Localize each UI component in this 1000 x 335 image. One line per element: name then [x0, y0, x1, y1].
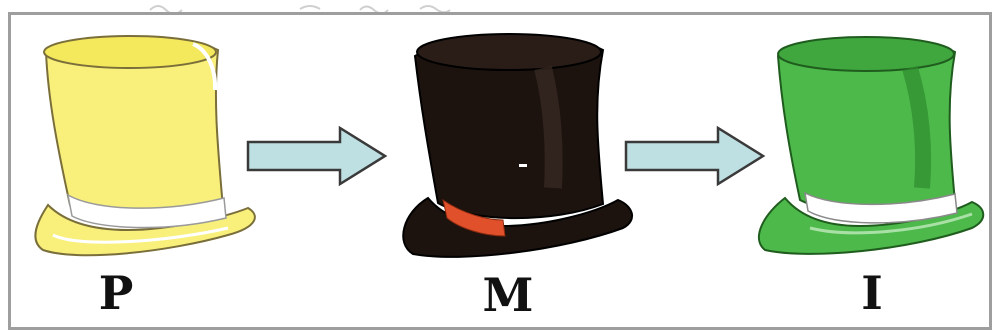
green-top-hat-icon: [758, 36, 985, 255]
yellow-top-hat-icon: [34, 35, 256, 257]
label-m: M: [482, 268, 534, 322]
label-i: I: [861, 266, 883, 320]
right-arrow-icon: [624, 125, 766, 187]
right-arrow-icon: [246, 125, 388, 187]
cropped-top-scribble: [149, 5, 451, 14]
label-p: P: [98, 266, 134, 320]
black-top-hat-icon: [402, 33, 633, 258]
